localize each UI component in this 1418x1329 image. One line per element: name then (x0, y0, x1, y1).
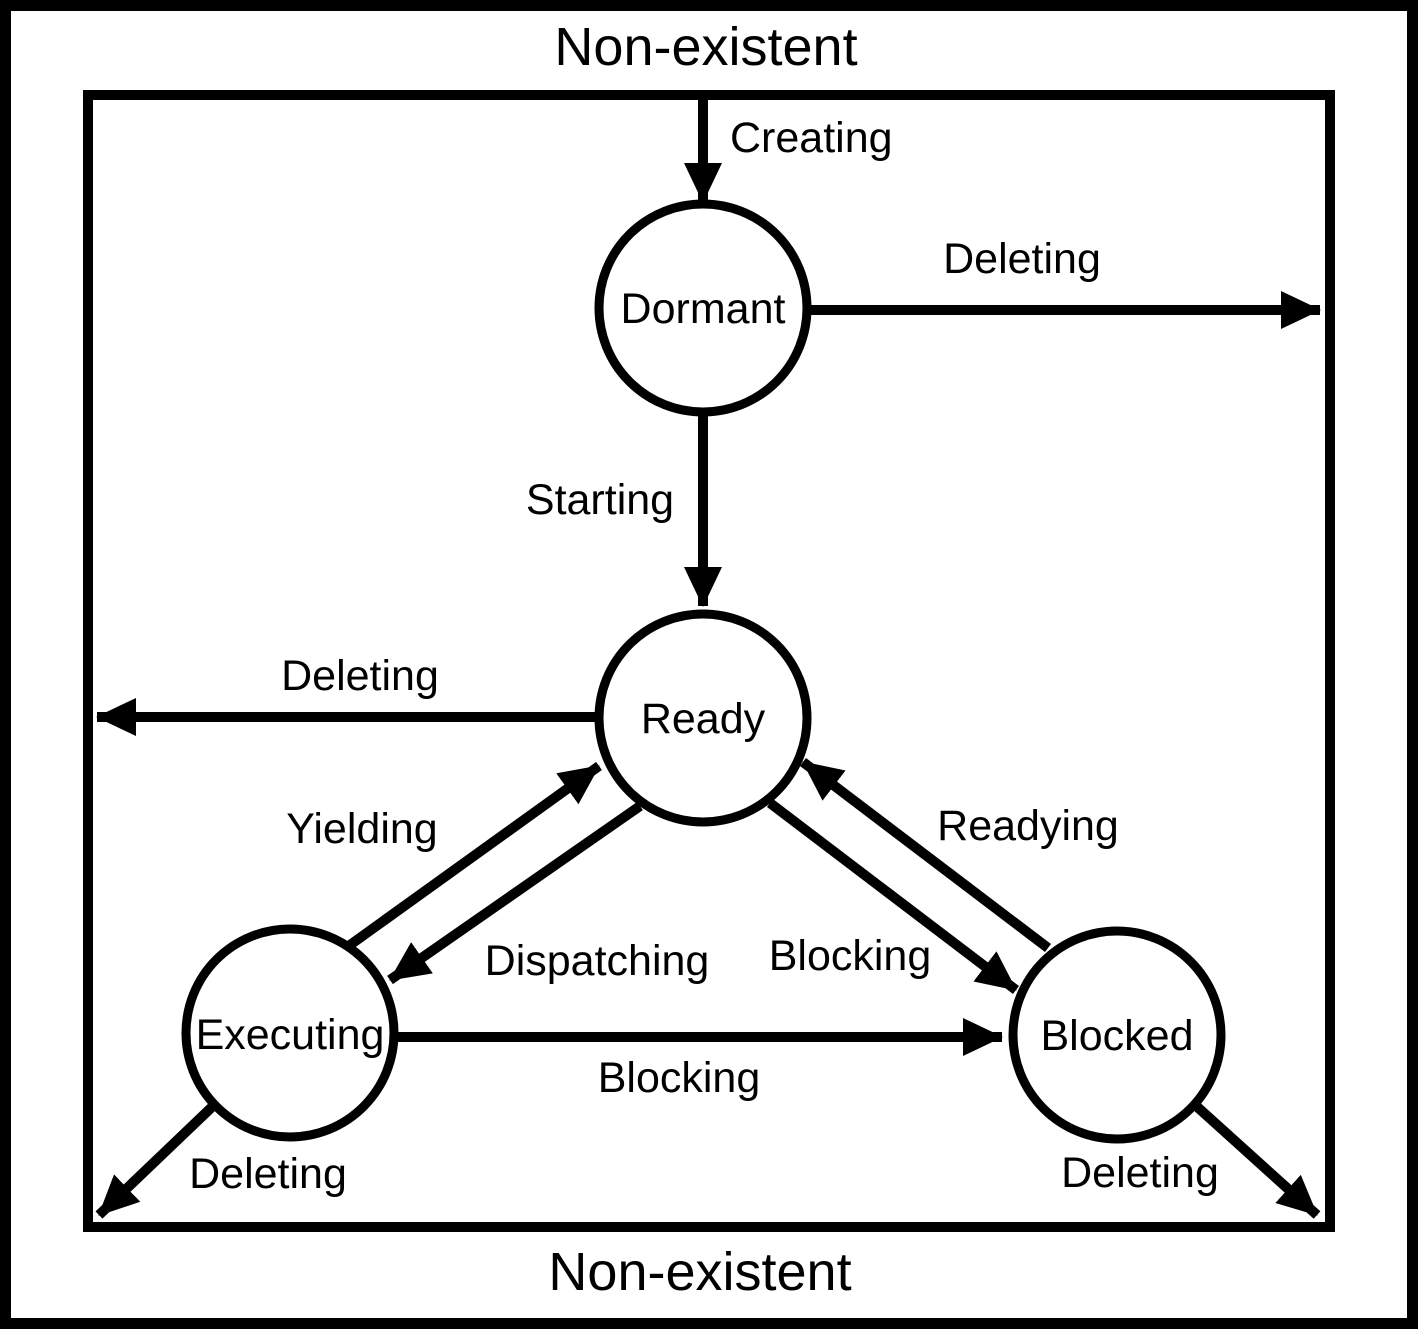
readying-label: Readying (937, 802, 1119, 850)
starting-label: Starting (526, 476, 674, 524)
dormant-state-label: Dormant (621, 285, 786, 333)
dormant-state-circle (594, 199, 812, 417)
readying-arrow (799, 758, 1052, 952)
dispatching-arrow (387, 801, 643, 985)
executing-state-circle (181, 924, 399, 1142)
deleting-ready-label: Deleting (281, 652, 439, 700)
deleting-blocked-arrow (1190, 1100, 1321, 1219)
executing-state-label: Executing (196, 1011, 385, 1059)
blocked-state-label: Blocked (1041, 1012, 1194, 1060)
yielding-label: Yielding (286, 805, 437, 853)
deleting-executing-arrow (95, 1102, 217, 1219)
blocking-horizontal-label: Blocking (598, 1054, 761, 1102)
blocking-diagonal-label: Blocking (769, 932, 932, 980)
inner-frame (83, 90, 1335, 1232)
dispatching-label: Dispatching (485, 937, 710, 985)
ready-state-label: Ready (641, 695, 766, 743)
blocking-diagonal-arrow (766, 799, 1020, 994)
deleting-blocked-label: Deleting (1061, 1149, 1219, 1197)
yielding-arrow (347, 761, 602, 950)
non-existent-label-bottom: Non-existent (548, 1242, 851, 1302)
non-existent-label-top: Non-existent (554, 17, 857, 77)
ready-state-circle (594, 609, 812, 827)
deleting-executing-label: Deleting (189, 1150, 347, 1198)
deleting-dormant-label: Deleting (943, 235, 1101, 283)
blocked-state-circle (1008, 926, 1226, 1144)
creating-label: Creating (730, 114, 893, 162)
